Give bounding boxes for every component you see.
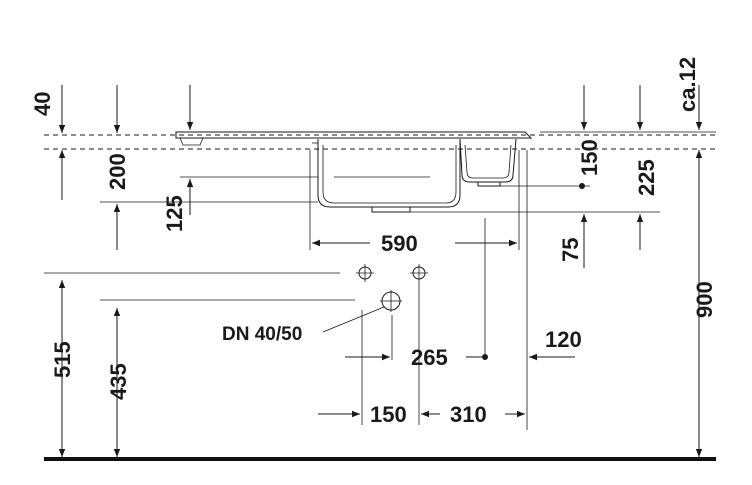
- dimension-40: 40: [30, 92, 55, 116]
- dimension-150-bottom: 150: [370, 402, 407, 427]
- horizontal-dimension-arrows: [312, 239, 575, 418]
- dimension-435: 435: [106, 363, 131, 400]
- drain-connection: [322, 290, 402, 333]
- dimension-515: 515: [50, 341, 75, 378]
- dimension-310: 310: [450, 402, 487, 427]
- dimension-200: 200: [105, 153, 130, 190]
- dimension-125: 125: [162, 195, 187, 232]
- dimension-ca12: ca.12: [675, 57, 700, 112]
- dimension-120: 120: [545, 327, 582, 352]
- supply-connection-left: [356, 264, 374, 282]
- vertical-extension-lines: [309, 150, 528, 430]
- dimension-arrows: [58, 85, 703, 457]
- drain-label: DN 40/50: [222, 324, 302, 345]
- extension-lines: [44, 131, 716, 301]
- center-dot: [482, 354, 488, 360]
- dimension-265: 265: [411, 345, 448, 370]
- dimension-75: 75: [558, 238, 583, 262]
- dimension-900: 900: [692, 281, 717, 318]
- dimension-225: 225: [634, 159, 659, 196]
- supply-connection-right: [410, 264, 428, 282]
- dimension-590: 590: [381, 231, 418, 256]
- overflow-dot: [579, 183, 585, 189]
- dimension-150-right: 150: [577, 139, 602, 176]
- basin-profile: [175, 131, 533, 213]
